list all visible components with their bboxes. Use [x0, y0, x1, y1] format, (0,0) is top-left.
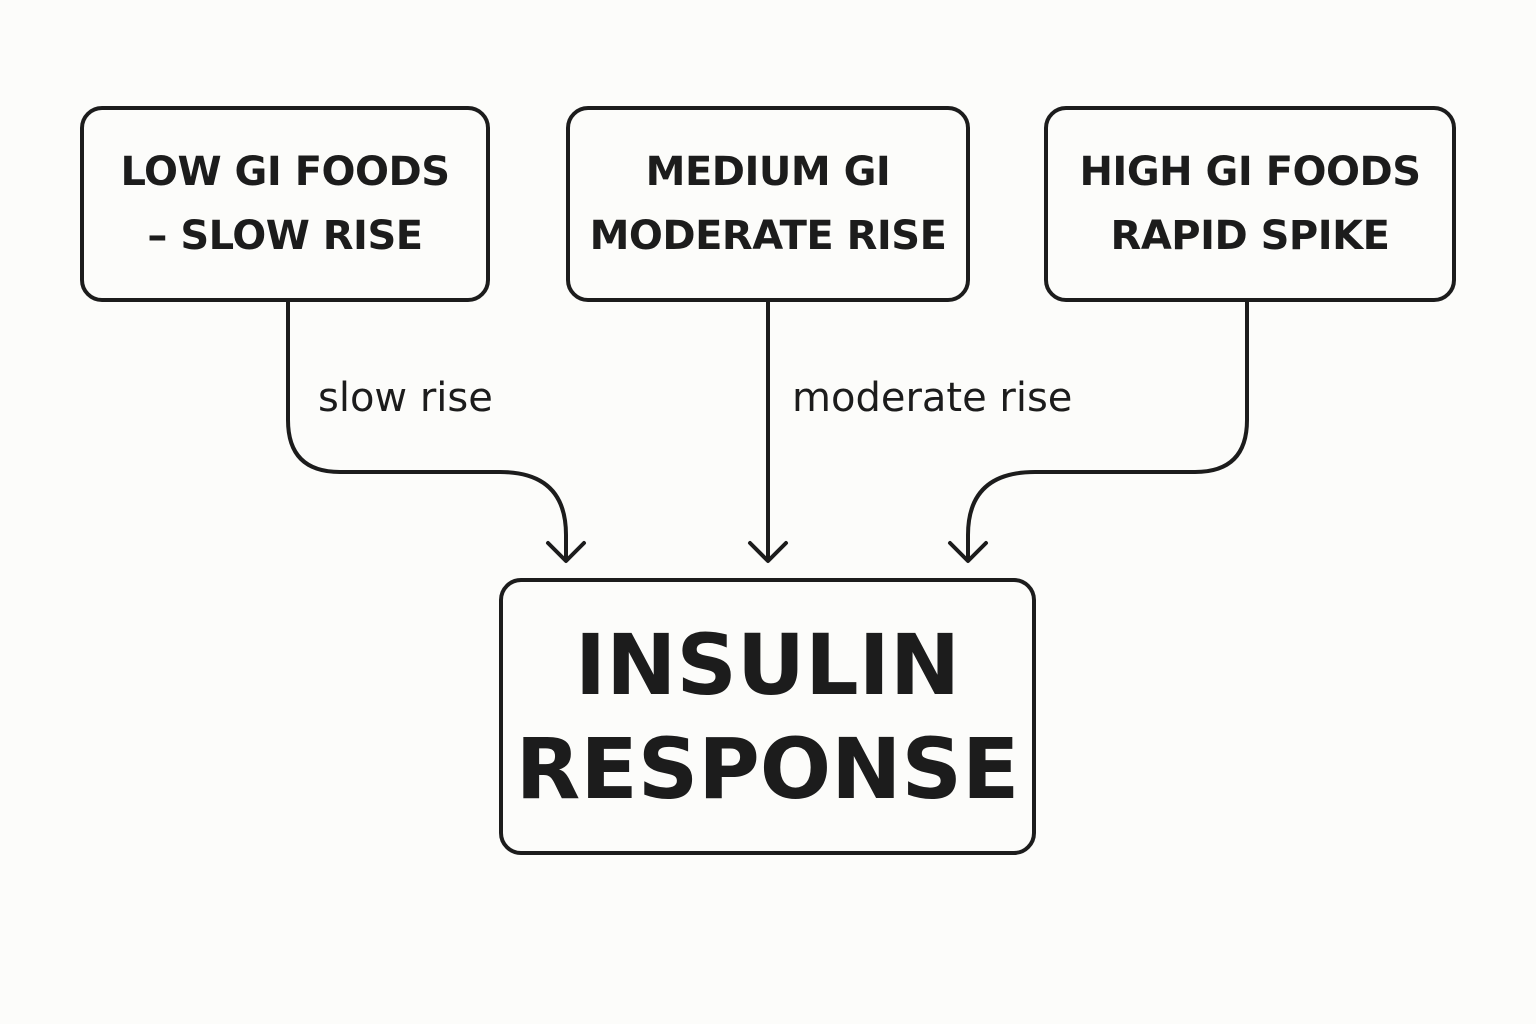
- medium-gi-line-1: MEDIUM GI: [645, 149, 891, 195]
- slow-rise-edge-label: slow rise: [318, 375, 493, 421]
- high-gi-line-1: HIGH GI FOODS: [1079, 149, 1421, 195]
- arrowhead-high: [948, 541, 988, 563]
- low-gi-line-2: – SLOW RISE: [147, 213, 423, 259]
- arrowhead-low: [546, 541, 586, 563]
- arrow-low-to-insulin: [286, 300, 568, 562]
- insulin-response-node: INSULIN RESPONSE: [499, 578, 1036, 855]
- medium-gi-line-2: MODERATE RISE: [589, 213, 947, 259]
- low-gi-foods-node: LOW GI FOODS – SLOW RISE: [80, 106, 490, 302]
- insulin-line-2: RESPONSE: [515, 719, 1020, 818]
- medium-gi-node: MEDIUM GI MODERATE RISE: [566, 106, 970, 302]
- low-gi-line-1: LOW GI FOODS: [120, 149, 450, 195]
- moderate-rise-edge-label: moderate rise: [792, 375, 1073, 421]
- arrow-high-to-insulin: [966, 300, 1249, 562]
- insulin-line-1: INSULIN: [574, 615, 961, 714]
- arrowhead-medium: [748, 541, 788, 563]
- high-gi-foods-node: HIGH GI FOODS RAPID SPIKE: [1044, 106, 1456, 302]
- high-gi-line-2: RAPID SPIKE: [1110, 213, 1390, 259]
